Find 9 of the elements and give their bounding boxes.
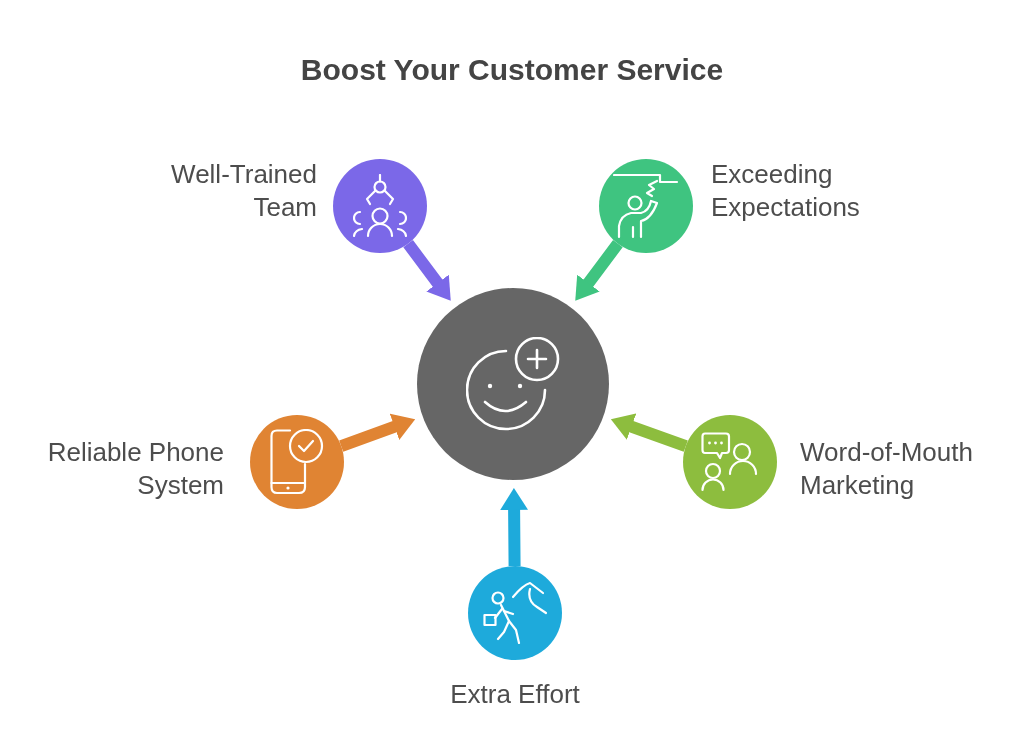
diagram-title: Boost Your Customer Service bbox=[300, 52, 724, 88]
node-label: Exceeding Expectations bbox=[711, 158, 861, 224]
node-label: Extra Effort bbox=[450, 678, 580, 711]
arrow bbox=[339, 413, 418, 452]
node-label: Word-of-Mouth Marketing bbox=[800, 436, 974, 502]
arrow bbox=[500, 487, 529, 567]
node-label: Reliable Phone System bbox=[46, 436, 224, 502]
node-label: Well-Trained Team bbox=[170, 158, 317, 224]
arrow bbox=[608, 413, 688, 452]
